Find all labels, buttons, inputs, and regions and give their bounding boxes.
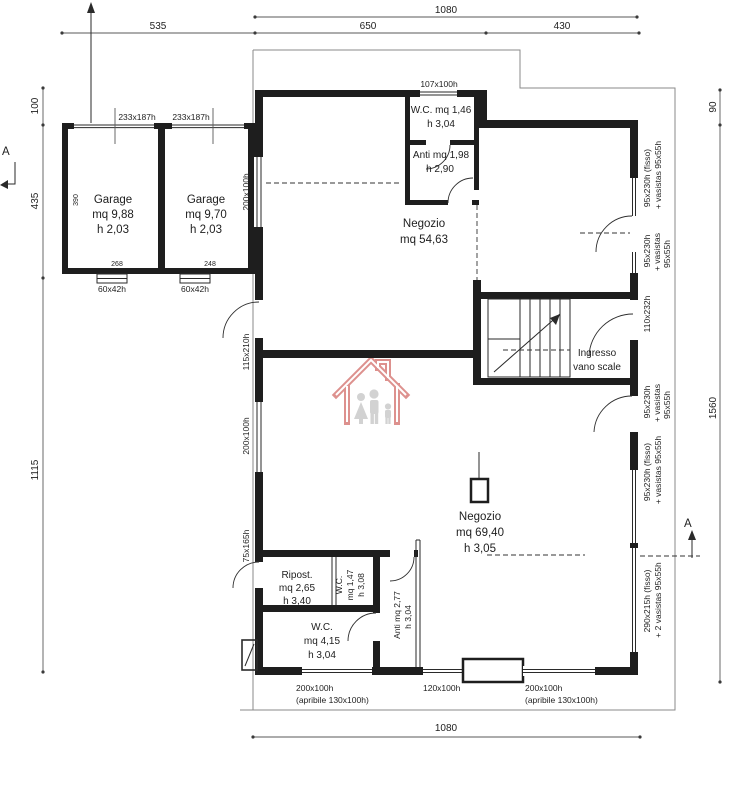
- right-door1-label-1: 95x230h: [642, 234, 652, 267]
- bottom-win1-label: 200x100h: [296, 683, 334, 693]
- svg-text:Garage: Garage: [94, 194, 132, 206]
- opening-labels: 107x100h 200x100h 115x210h 200x100h 75x1…: [241, 79, 672, 705]
- bottom-win3-sub-label: (apribile 130x100h): [525, 695, 598, 705]
- dim-right-seg1: 90: [708, 101, 719, 113]
- dim-top-seg3: 430: [554, 21, 571, 32]
- dim-left-seg2: 435: [30, 192, 41, 209]
- svg-text:h 3,04: h 3,04: [403, 605, 413, 629]
- staircase: [487, 298, 571, 378]
- room-labels: W.C. mq 1,46 h 3,04 Anti mq 1,98 h 2,90 …: [279, 105, 621, 661]
- right-win3-label-2: + 2 vasistas 95x55h: [653, 562, 663, 638]
- svg-text:Anti mq 2,77: Anti mq 2,77: [392, 591, 402, 639]
- svg-text:Ingresso: Ingresso: [578, 348, 617, 359]
- stair-door-label: 110x232h: [642, 295, 652, 332]
- svg-text:mq 4,15: mq 4,15: [304, 636, 341, 647]
- logo-house-inline: [335, 358, 407, 422]
- garage-block: 233x187h 233x187h 268 248 60x42h 60x42h …: [62, 108, 255, 294]
- room-label-negozio-top: Negozio mq 54,63: [400, 218, 448, 246]
- room-label-negozio-bottom: Negozio mq 69,40 h 3,05: [456, 511, 504, 555]
- svg-text:W.C. mq 1,46: W.C. mq 1,46: [411, 105, 472, 116]
- svg-text:mq 1,47: mq 1,47: [345, 569, 355, 600]
- bottom-win2-label: 120x100h: [423, 683, 461, 693]
- svg-text:mq 69,40: mq 69,40: [456, 527, 504, 539]
- garage-depth-label: 390: [73, 194, 80, 206]
- room-label-garage2: Garage mq 9,70 h 2,03: [185, 194, 227, 236]
- right-win2-label-1: 95x230h (fisso): [642, 443, 652, 501]
- section-a-right-label: A: [684, 518, 692, 530]
- svg-text:h 3,40: h 3,40: [283, 596, 311, 607]
- svg-text:Negozio: Negozio: [459, 511, 501, 523]
- svg-text:h 3,04: h 3,04: [427, 119, 455, 130]
- section-a-left-arrow-icon: [0, 180, 8, 189]
- dim-top-seg1: 535: [150, 21, 167, 32]
- interior-walls: [263, 97, 630, 667]
- svg-text:h 3,08: h 3,08: [356, 573, 366, 597]
- section-markers: A A: [0, 2, 700, 558]
- left-door-label: 115x210h: [241, 333, 251, 370]
- north-arrow-icon: [87, 2, 95, 13]
- agency-house-logo: [331, 355, 411, 425]
- left-win1-label: 200x100h: [241, 173, 251, 211]
- dimension-lines: 1080 535 650 430 100 435 1115 90 1560 10…: [30, 5, 722, 739]
- room-label-garage1: Garage mq 9,88 h 2,03: [92, 194, 134, 236]
- right-win1-label-2: + vasistas 95x55h: [653, 141, 663, 210]
- dim-top-total: 1080: [435, 5, 458, 16]
- section-a-right-arrow-icon: [688, 530, 696, 540]
- svg-text:mq 9,88: mq 9,88: [92, 209, 134, 221]
- right-door2-label-1: 95x230h: [642, 385, 652, 418]
- svg-text:h 2,03: h 2,03: [190, 224, 222, 236]
- svg-text:W.C.: W.C.: [311, 622, 333, 633]
- right-door1-label-2: + vasistas: [652, 233, 662, 271]
- wc-top-window-label: 107x100h: [420, 79, 458, 89]
- room-label-ripost: Ripost. mq 2,65 h 3,40: [279, 570, 316, 607]
- garage-door2-label: 233x187h: [172, 112, 210, 122]
- room-label-wc-small: W.C. mq 1,47 h 3,08: [334, 569, 366, 600]
- garage-num1-label: 268: [111, 261, 123, 268]
- dim-bottom-total: 1080: [435, 723, 458, 734]
- dim-top-seg2: 650: [360, 21, 377, 32]
- right-win3-label-1: 290x215h (fisso): [642, 569, 652, 632]
- right-door2-label-2: + vasistas: [652, 384, 662, 422]
- room-label-ingresso: Ingresso vano scale: [573, 348, 621, 373]
- garage-door1-label: 233x187h: [118, 112, 156, 122]
- exterior-walls: [222, 90, 639, 684]
- room-label-wc-top: W.C. mq 1,46 h 3,04: [411, 105, 472, 130]
- left-win3-label: 75x165h: [241, 529, 251, 562]
- svg-text:mq 9,70: mq 9,70: [185, 209, 227, 221]
- dim-left-seg1: 100: [30, 97, 41, 114]
- room-label-anti-bottom: Anti mq 2,77 h 3,04: [392, 591, 413, 639]
- svg-text:h 3,05: h 3,05: [464, 543, 496, 555]
- garage-win2-label: 60x42h: [181, 284, 209, 294]
- svg-text:Negozio: Negozio: [403, 218, 445, 230]
- bottom-win3-label: 200x100h: [525, 683, 563, 693]
- svg-text:mq 2,65: mq 2,65: [279, 583, 316, 594]
- bottom-win1-sub-label: (apribile 130x100h): [296, 695, 369, 705]
- dim-left-seg3: 1115: [30, 459, 41, 480]
- right-door2-label-3: 95x55h: [662, 391, 672, 419]
- svg-text:Anti mq 1,98: Anti mq 1,98: [413, 150, 470, 161]
- svg-text:h 2,03: h 2,03: [97, 224, 129, 236]
- right-win1-label-1: 95x230h (fisso): [642, 149, 652, 207]
- right-door1-label-3: 95x55h: [662, 240, 672, 268]
- svg-text:mq 54,63: mq 54,63: [400, 234, 448, 246]
- right-win2-label-2: + vasistas 95x55h: [653, 436, 663, 505]
- dim-right-seg2: 1560: [708, 396, 719, 419]
- section-a-left-label: A: [2, 146, 10, 158]
- stair-direction-arrow-icon: [550, 314, 560, 325]
- garage-num2-label: 248: [204, 261, 216, 268]
- logo-family-figures: [354, 389, 392, 424]
- svg-text:h 3,04: h 3,04: [308, 650, 336, 661]
- room-label-anti-top: Anti mq 1,98 h 2,90: [413, 150, 470, 175]
- room-label-wc-big: W.C. mq 4,15 h 3,04: [304, 622, 341, 661]
- svg-text:Ripost.: Ripost.: [281, 570, 312, 581]
- left-win2-label: 200x100h: [241, 417, 251, 455]
- garage-win1-label: 60x42h: [98, 284, 126, 294]
- svg-text:vano scale: vano scale: [573, 362, 621, 373]
- svg-text:h 2,90: h 2,90: [426, 164, 454, 175]
- svg-text:Garage: Garage: [187, 194, 225, 206]
- svg-text:W.C.: W.C.: [334, 576, 344, 594]
